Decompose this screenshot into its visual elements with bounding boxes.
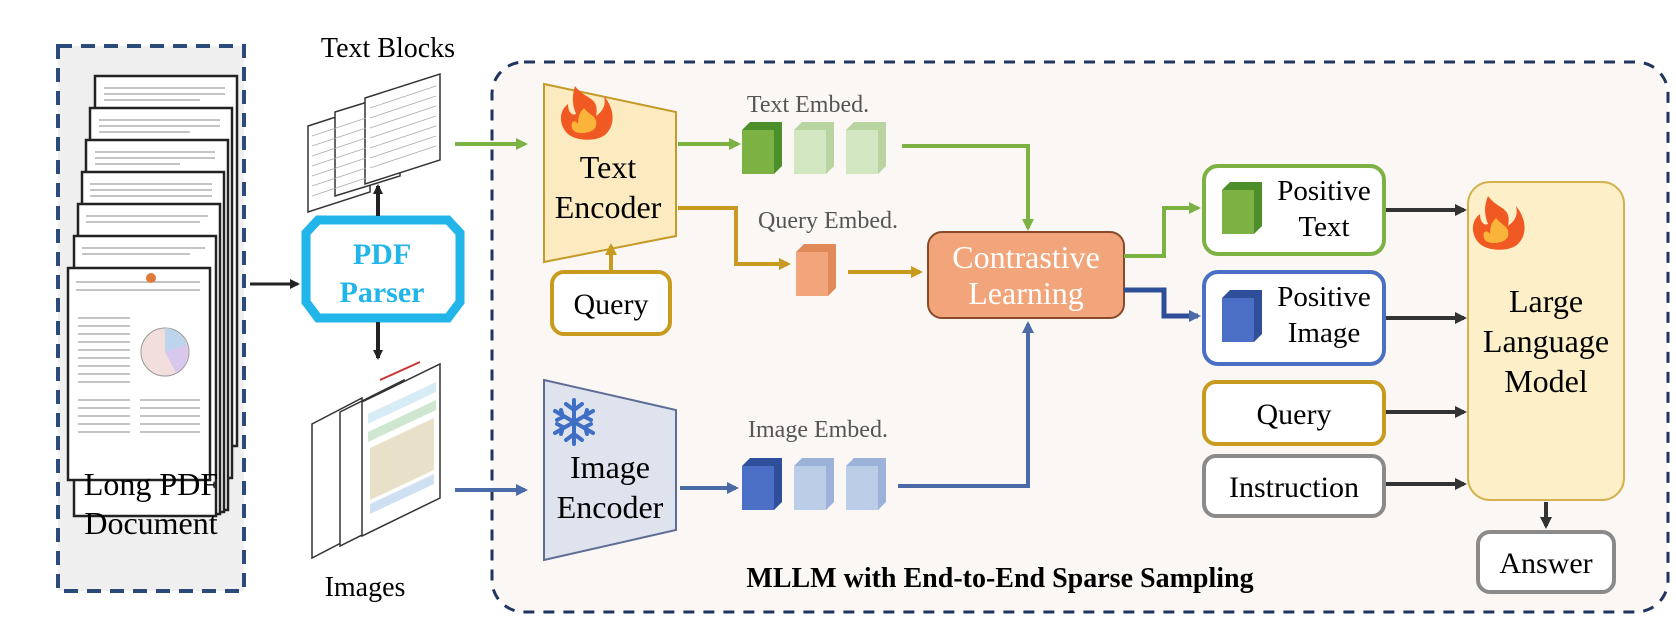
- image-embed-cube-2: [794, 458, 834, 510]
- document-title-line2: Document: [84, 505, 217, 541]
- query-box-label: Query: [574, 288, 649, 321]
- parser-label-line2: Parser: [340, 276, 425, 309]
- query-box: [550, 270, 672, 336]
- fire-icon: [1472, 196, 1525, 250]
- text-embed-cube-3: [846, 122, 886, 174]
- image-embed-label: Image Embed.: [748, 417, 888, 443]
- text-encoder-label-line1: Text: [580, 149, 637, 185]
- contrastive-label-line2: Learning: [968, 275, 1084, 311]
- text-blocks-stack: Text Blocks: [307, 33, 455, 214]
- positive-text-box: Positive Text: [1202, 164, 1386, 256]
- contrastive-label-line1: Contrastive: [952, 239, 1100, 275]
- arrow-text-embed-to-contrastive: [902, 144, 1034, 231]
- document-title-line1: Long PDF: [84, 466, 218, 502]
- instruction-box: [1202, 454, 1386, 518]
- positive-image-box: Positive Image: [1202, 270, 1386, 366]
- fire-icon: [560, 86, 613, 140]
- text-embed-cube-1: [742, 122, 782, 174]
- positive-text-label-line2: Text: [1298, 211, 1349, 243]
- pdf-page-stack: [66, 74, 239, 518]
- text-blocks-label: Text Blocks: [321, 33, 455, 64]
- image-encoder-label-line2: Encoder: [557, 489, 664, 525]
- image-embed-cube-1: [742, 458, 782, 510]
- llm-label-line3: Model: [1504, 363, 1588, 399]
- image-encoder-label-line1: Image: [570, 449, 650, 485]
- pdf-parser-box: PDF Parser: [301, 215, 465, 323]
- image-encoder: Image Encoder: [543, 378, 677, 562]
- text-embed-cube-2: [794, 122, 834, 174]
- positive-image-label-line2: Image: [1288, 317, 1360, 349]
- query-embed-cube: [796, 244, 836, 296]
- answer-box: [1476, 530, 1616, 594]
- contrastive-learning-box: [927, 231, 1125, 319]
- arrow-contrastive-to-positive-image: [1124, 287, 1201, 322]
- images-stack: Images: [311, 361, 441, 603]
- llm-label-line1: Large: [1509, 283, 1583, 319]
- text-embed-label: Text Embed.: [747, 92, 869, 118]
- positive-image-label-line1: Positive: [1277, 281, 1370, 313]
- positive-text-label-line1: Positive: [1277, 175, 1370, 207]
- text-encoder: Text Encoder: [543, 82, 677, 264]
- parser-label-line1: PDF: [353, 238, 411, 271]
- arrow-contrastive-to-positive-text: [1124, 202, 1201, 258]
- llm-query-box: [1202, 380, 1386, 446]
- long-pdf-document-panel: Long PDF Document: [56, 44, 246, 593]
- large-language-model-box: Large Language Model: [1467, 181, 1625, 501]
- arrow-image-embed-to-contrastive: [898, 321, 1034, 488]
- snowflake-icon: [553, 398, 595, 446]
- query-embed-label: Query Embed.: [758, 208, 898, 234]
- text-embed-cubes: [742, 122, 886, 174]
- region-caption: MLLM with End-to-End Sparse Sampling: [746, 563, 1253, 594]
- image-embed-cube-3: [846, 458, 886, 510]
- llm-label-line2: Language: [1483, 323, 1609, 359]
- llm-query-label: Query: [1257, 398, 1332, 431]
- images-label: Images: [325, 572, 406, 603]
- arrow-encoder-to-query-embed: [678, 206, 791, 270]
- instruction-label: Instruction: [1229, 471, 1359, 504]
- answer-label: Answer: [1499, 547, 1592, 580]
- image-embed-cubes: [742, 458, 886, 510]
- text-encoder-label-line2: Encoder: [555, 189, 662, 225]
